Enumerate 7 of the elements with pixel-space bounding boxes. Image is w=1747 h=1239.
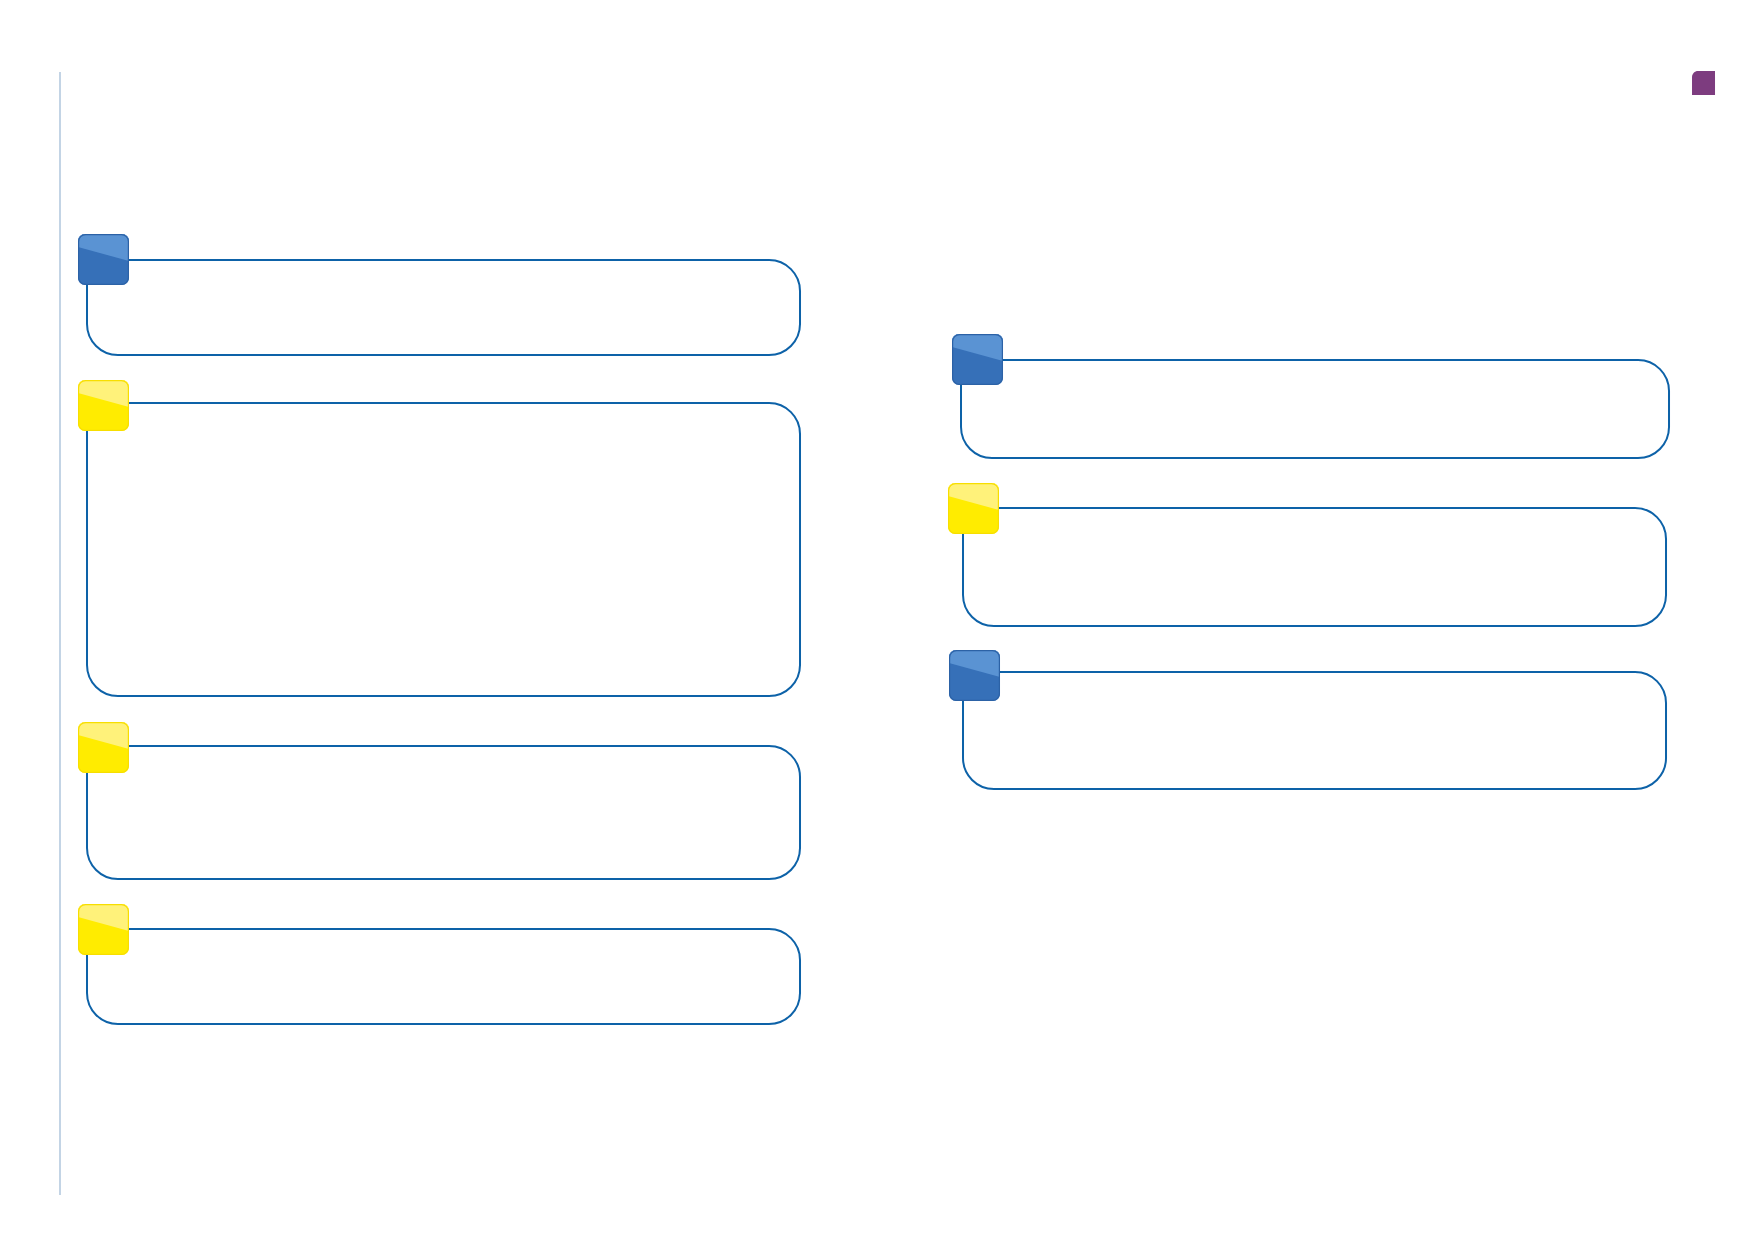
panel-box <box>86 259 801 356</box>
panel-box <box>86 402 801 697</box>
panel-box <box>86 745 801 880</box>
panel-box <box>962 671 1667 790</box>
panel-box <box>86 928 801 1025</box>
panel-box <box>960 359 1670 459</box>
panel-box <box>962 507 1667 627</box>
